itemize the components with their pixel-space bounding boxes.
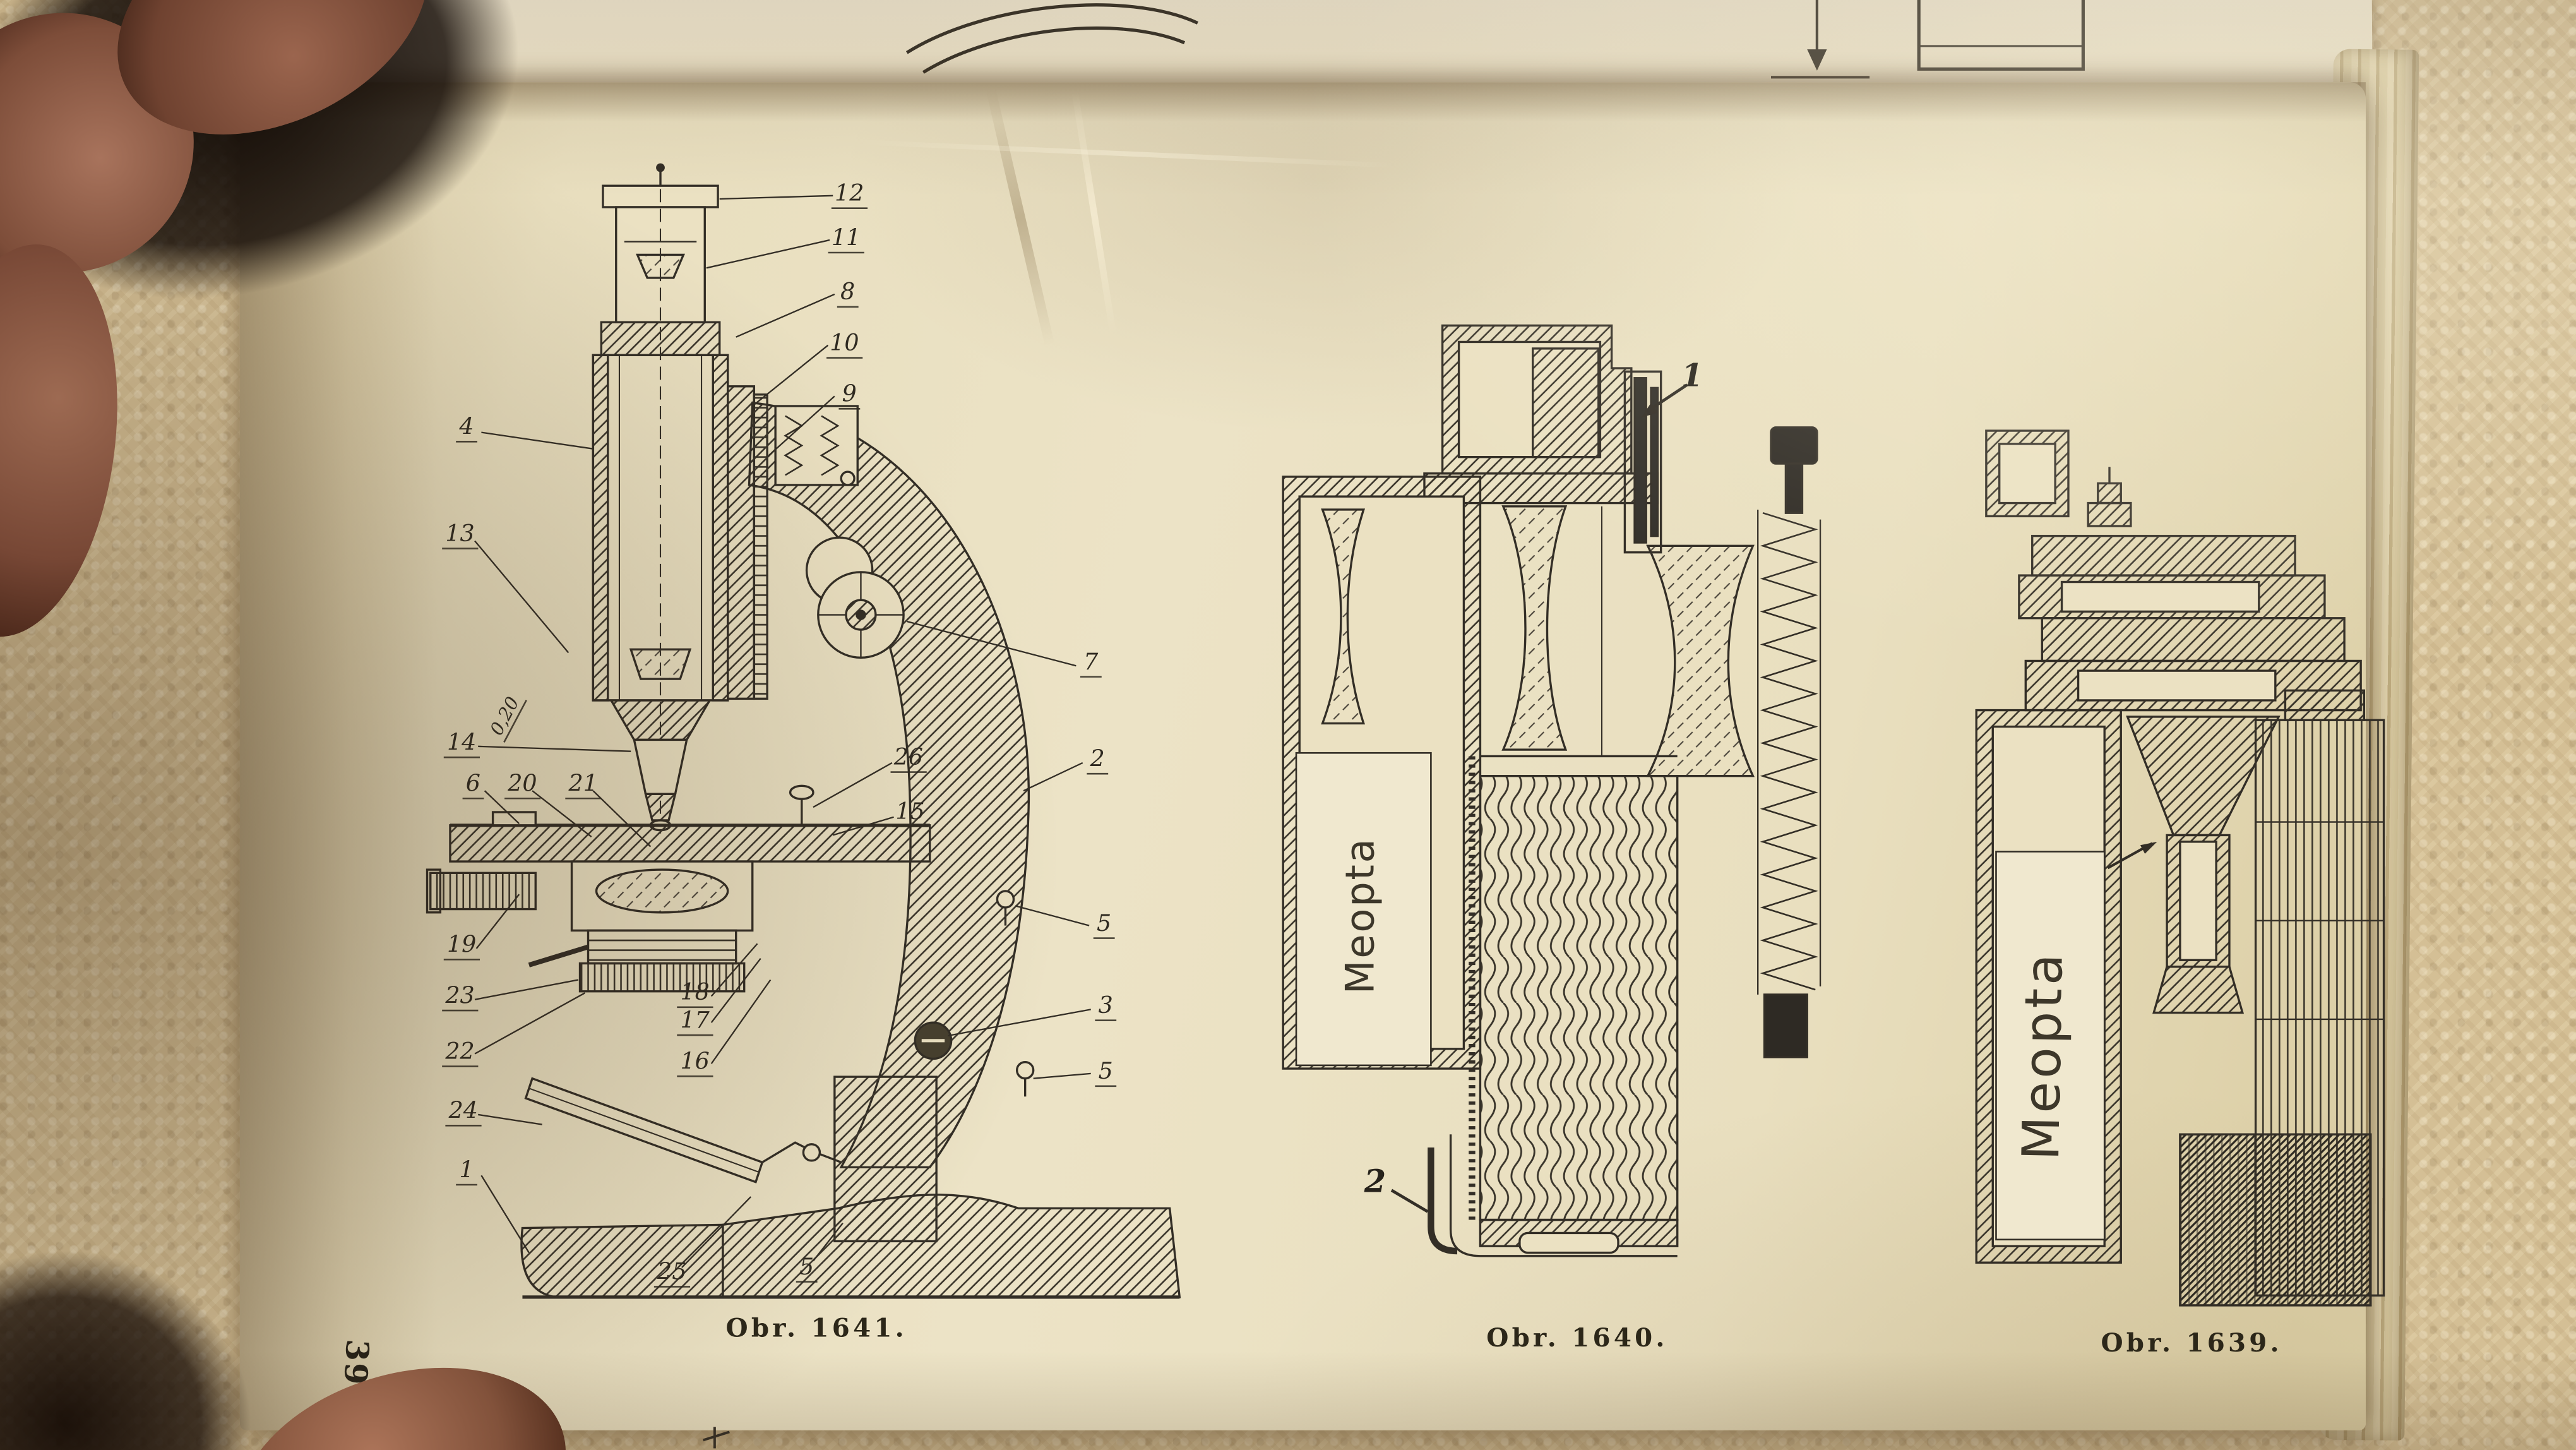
part-label-2: 2 [1087,748,1108,774]
part-label-7: 7 [1080,651,1102,678]
bottom-edge-fragment-svg [703,1427,730,1449]
part-label-26: 26 [890,746,927,773]
tension-spring-box [774,405,859,486]
part-label-8: 8 [837,281,859,308]
part-label-25: 25 [653,1261,690,1287]
pointer-arrow [2107,841,2157,870]
adjustment-knobs [805,536,905,659]
top-housing [1423,324,1659,505]
cocking-knobs [1763,426,1818,1058]
part-label-21: 21 [565,772,602,799]
part-label-14: 14 [443,731,480,758]
brand-meopta-1639: Meopta [2012,950,2075,1161]
shutter-label-1: 1 [1681,358,1703,395]
condenser [528,860,754,993]
caption-obr-1639: Obr. 1639. [2101,1326,2282,1358]
stage [449,811,931,863]
figure-1641-drawing [426,163,1181,1299]
substage-focus-knob [426,868,537,914]
curve-fragment [905,3,1198,74]
part-label-5a: 5 [1093,913,1115,939]
part-label-4: 4 [456,416,477,442]
bottom-fragment [703,1427,730,1449]
part-label-22: 22 [442,1041,478,1067]
part-label-16: 16 [677,1050,713,1077]
part-label-24: 24 [445,1099,482,1126]
base [520,1194,1181,1299]
slab-stack [2018,534,2366,721]
figure-1640-drawing [1282,324,1822,1257]
objective [609,699,712,832]
caption-obr-1640: Obr. 1640. [1486,1321,1668,1353]
lens-elements [1479,503,1755,777]
part-label-1: 1 [456,1159,477,1185]
part-label-5b: 5 [1095,1060,1116,1087]
label-arrows [1390,383,1688,1213]
previous-page-fragments-svg [905,0,2085,79]
left-barrel [1282,476,1482,1070]
part-label-18: 18 [677,981,713,1008]
left-barrel [1975,709,2122,1264]
box-fragment [1917,0,2085,71]
caption-obr-1641: Obr. 1641. [725,1312,907,1343]
rear-barrel [2179,1133,2372,1307]
draw-tube-collar [600,321,721,356]
arrow-fragment [1770,0,1870,79]
spring-chamber [1469,756,1679,1221]
mount-knobs [2087,467,2132,527]
shutter-label-2: 2 [1364,1164,1386,1201]
part-label-13: 13 [442,523,478,549]
part-label-3: 3 [1095,995,1116,1021]
part-label-17: 17 [677,1009,713,1036]
top-block [1985,429,2070,518]
brand-meopta-1640: Meopta [1337,837,1383,995]
hand-shadow-bottom-left [0,1193,313,1450]
stage-centering-screw [789,784,814,825]
figure-1639-drawing [1975,429,2385,1307]
bellows [1757,509,1822,995]
part-label-10: 10 [826,332,862,359]
mirror [524,1077,842,1183]
part-label-11: 11 [828,227,864,253]
small-screws [996,890,1035,1097]
part-label-12: 12 [831,183,868,209]
part-label-23: 23 [442,985,478,1011]
part-label-9: 9 [838,383,861,409]
leader-lines [474,195,1091,1268]
base-and-hook [1428,1134,1679,1257]
part-label-19: 19 [443,933,480,960]
part-label-20: 20 [504,772,540,799]
central-cone [2126,716,2281,1014]
arm [748,401,1030,1168]
part-label-15: 15 [892,801,928,827]
part-label-5c: 5 [796,1256,818,1283]
shutter-plates [1623,370,1662,554]
part-label-6: 6 [462,772,484,799]
body-tube [592,354,729,702]
